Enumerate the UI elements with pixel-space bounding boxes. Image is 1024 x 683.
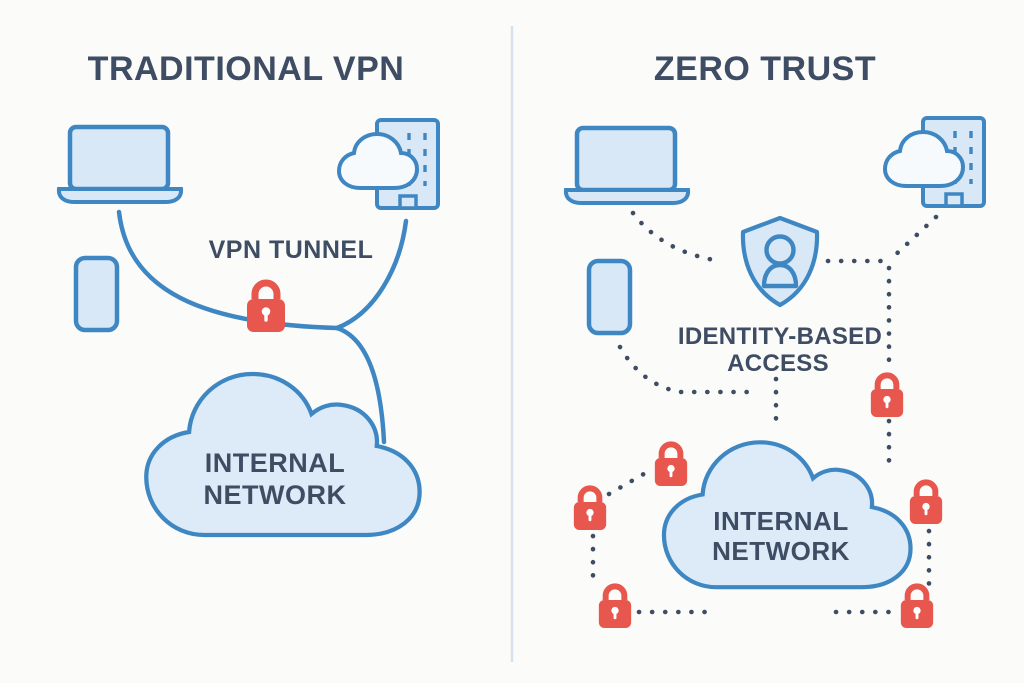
padlock-icon: [599, 586, 631, 628]
office-building-cloud-icon: [339, 120, 438, 208]
padlock-icon: [574, 488, 606, 530]
identity-access-label-line2: ACCESS: [727, 350, 829, 377]
padlock-icon: [910, 482, 942, 524]
vpn-line-server-to-tunnel: [334, 218, 409, 331]
vpn-line-laptop-to-tunnel: [116, 209, 340, 331]
person-head: [764, 234, 796, 266]
internal-network-label-line1: INTERNAL: [713, 506, 848, 536]
padlock-icon: [871, 375, 903, 417]
identity-access-label-line1: IDENTITY-BASED: [678, 323, 882, 350]
dotted-line-lock-left-diagonal: [606, 468, 652, 497]
right-panel: ZERO TRUST IDENTITY-BASED ACCESS INTERNA…: [566, 50, 984, 628]
padlock-icon: [901, 586, 933, 628]
laptop-icon: [59, 127, 181, 202]
dotted-line-phone-to-access: [617, 344, 760, 395]
vpn-tunnel-label: VPN TUNNEL: [209, 236, 374, 264]
left-panel: TRADITIONAL VPN VPN TUNNEL INTERNAL NETW…: [59, 50, 438, 535]
office-building-cloud-icon: [885, 118, 984, 206]
vpn-line-tunnel-to-network: [334, 325, 387, 445]
internal-network-label-line2: NETWORK: [204, 480, 347, 510]
dotted-line-laptop-to-shield: [630, 210, 723, 264]
right-panel-title: ZERO TRUST: [654, 50, 876, 88]
left-panel-title: TRADITIONAL VPN: [88, 50, 405, 88]
laptop-icon: [566, 128, 688, 203]
internal-network-label-line2: NETWORK: [712, 536, 850, 566]
internal-network-label-line1: INTERNAL: [205, 448, 346, 478]
padlock-icon: [247, 283, 285, 332]
identity-shield-icon: [740, 215, 820, 308]
smartphone-icon: [76, 258, 117, 330]
smartphone-icon: [589, 261, 630, 333]
dotted-line-server-down: [889, 214, 939, 261]
padlock-icon: [655, 444, 687, 486]
person-shoulders: [761, 262, 799, 289]
